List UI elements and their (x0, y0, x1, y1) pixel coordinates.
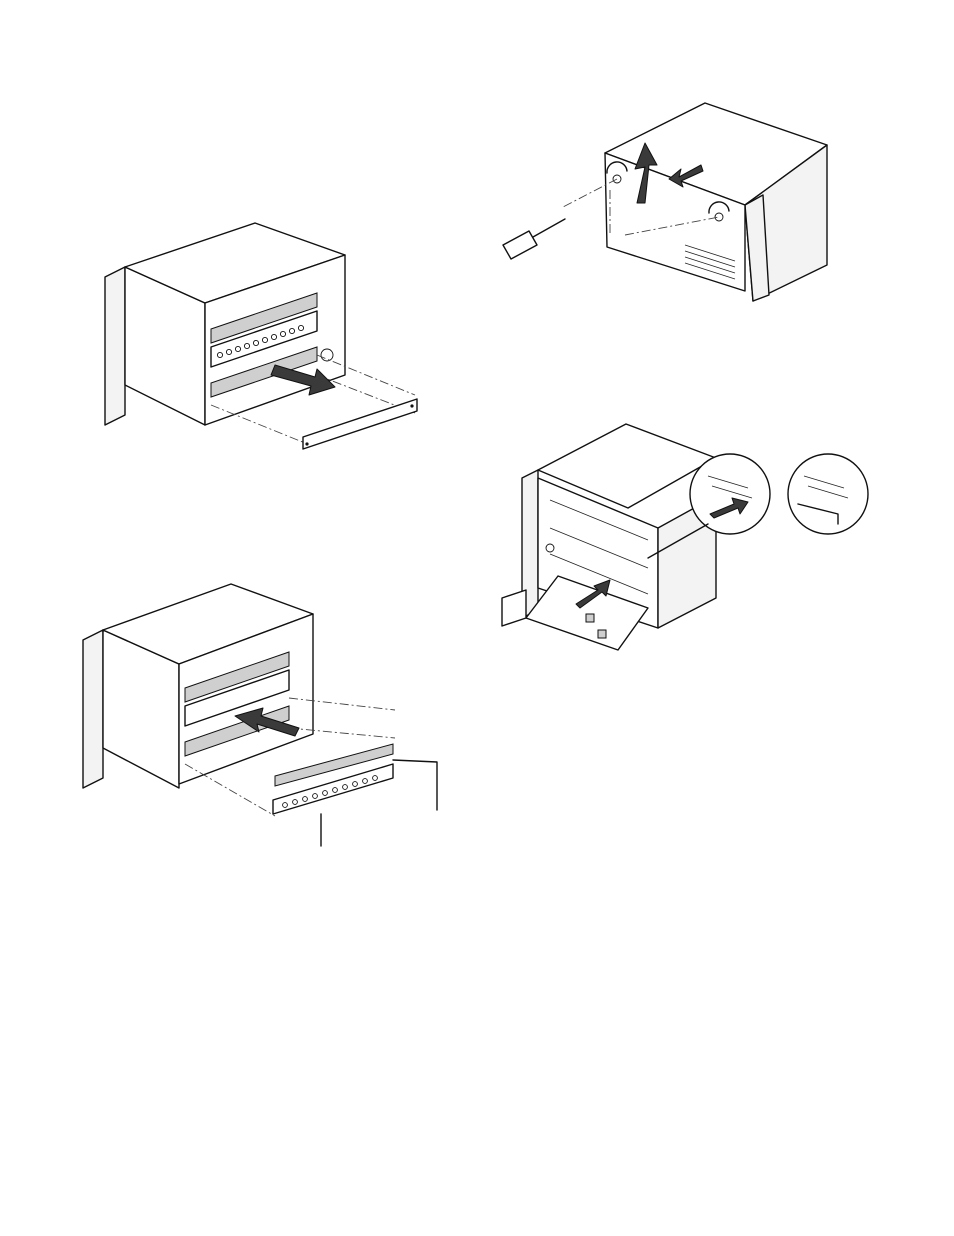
screwdriver-icon (503, 219, 565, 259)
chassis-cover-illustration (495, 95, 840, 305)
rack-ear-left (105, 267, 125, 425)
figure-install-card-panel (75, 578, 445, 853)
card-chip (598, 630, 606, 638)
chassis-rear-illustration-1 (95, 215, 435, 475)
chassis-rear-illustration-2 (75, 578, 445, 853)
card-front-panel (502, 590, 526, 626)
figure-remove-blank-panel (95, 215, 435, 475)
detail-callout-1 (690, 454, 770, 534)
figure-insert-card (498, 418, 873, 658)
rack-ear-left (83, 630, 103, 788)
power-connector-icon (546, 544, 554, 552)
card-chip (586, 614, 594, 622)
detail-callout-2 (788, 454, 868, 534)
figure-remove-rear-cover (495, 95, 840, 305)
chassis-card-illustration (498, 418, 873, 658)
blank-panel (303, 399, 417, 449)
callout-leader-card-panel (393, 760, 437, 810)
power-connector-icon (321, 349, 333, 361)
screw-right-icon (715, 213, 723, 221)
